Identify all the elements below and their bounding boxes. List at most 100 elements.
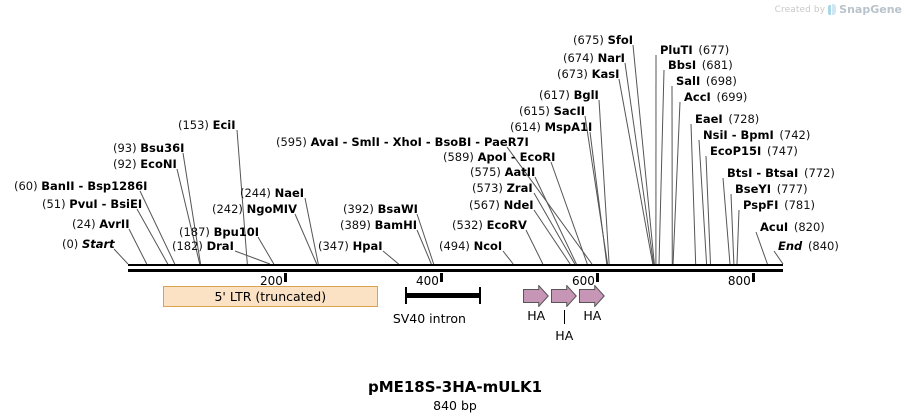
enzyme-leader-line bbox=[755, 231, 768, 265]
enzyme-site-label[interactable]: (389) BamHI bbox=[340, 219, 417, 231]
enzyme-site-label[interactable]: (244) NaeI bbox=[240, 187, 304, 199]
enzyme-site-label[interactable]: EaeI (728) bbox=[695, 113, 759, 125]
enzyme-site-label[interactable]: (51) PvuI - BsiEI bbox=[42, 198, 142, 210]
enzyme-site-name: BbsI bbox=[668, 58, 697, 72]
enzyme-site-name: EciI bbox=[212, 118, 236, 132]
enzyme-site-label[interactable]: (242) NgoMIV bbox=[212, 203, 297, 215]
enzyme-site-label[interactable]: (60) BanII - Bsp1286I bbox=[14, 180, 147, 192]
feature-intron-label: SV40 intron bbox=[392, 311, 466, 326]
enzyme-site-position: (389) bbox=[340, 218, 371, 232]
enzyme-site-position: (0) bbox=[62, 237, 79, 251]
enzyme-site-label[interactable]: SalI (698) bbox=[676, 75, 737, 87]
enzyme-site-label[interactable]: (573) ZraI bbox=[472, 182, 533, 194]
feature-ha-arrow[interactable] bbox=[523, 285, 550, 307]
enzyme-site-name: NgoMIV bbox=[246, 202, 297, 216]
enzyme-site-position: (673) bbox=[557, 67, 588, 81]
feature-ltr-box[interactable]: 5' LTR (truncated) bbox=[163, 286, 378, 307]
enzyme-site-label[interactable]: (392) BsaWI bbox=[343, 203, 418, 215]
ruler-tick-mark bbox=[439, 273, 443, 282]
enzyme-site-position: (573) bbox=[472, 181, 503, 195]
enzyme-site-label[interactable]: (675) SfoI bbox=[573, 34, 633, 46]
enzyme-site-label[interactable]: (93) Bsu36I bbox=[113, 142, 184, 154]
enzyme-site-position: (93) bbox=[113, 141, 137, 155]
enzyme-leader-line bbox=[736, 209, 740, 265]
enzyme-site-position: (567) bbox=[469, 198, 500, 212]
enzyme-site-label[interactable]: (153) EciI bbox=[178, 119, 236, 131]
enzyme-site-position: (617) bbox=[539, 88, 570, 102]
enzyme-site-position: (820) bbox=[793, 220, 825, 234]
enzyme-site-label[interactable]: (615) SacII bbox=[519, 105, 585, 117]
enzyme-site-position: (781) bbox=[784, 198, 816, 212]
enzyme-site-label[interactable]: (494) NcoI bbox=[439, 240, 502, 252]
enzyme-site-position: (392) bbox=[343, 202, 374, 216]
enzyme-leader-line bbox=[730, 193, 735, 265]
enzyme-site-label[interactable]: BseYI (777) bbox=[735, 183, 808, 195]
enzyme-site-label[interactable]: BbsI (681) bbox=[668, 59, 733, 71]
enzyme-site-label[interactable]: (567) NdeI bbox=[469, 199, 534, 211]
enzyme-leader-line bbox=[416, 213, 435, 265]
enzyme-leader-line bbox=[128, 228, 148, 265]
enzyme-site-name: ZraI bbox=[506, 181, 533, 195]
enzyme-site-label[interactable]: EcoP15I (747) bbox=[710, 145, 798, 157]
backbone-line-lower bbox=[128, 269, 783, 272]
enzyme-site-label[interactable]: (347) HpaI bbox=[318, 240, 383, 252]
enzyme-leader-line bbox=[234, 250, 271, 265]
enzyme-site-label[interactable]: (182) DraI bbox=[172, 240, 234, 252]
enzyme-site-name: BsaWI bbox=[377, 202, 418, 216]
enzyme-leader-line bbox=[624, 62, 655, 265]
enzyme-site-label[interactable]: (532) EcoRV bbox=[452, 219, 527, 231]
enzyme-site-name: EaeI bbox=[695, 112, 723, 126]
enzyme-leader-line bbox=[534, 176, 577, 265]
enzyme-site-name: NdeI bbox=[503, 198, 534, 212]
enzyme-site-name: Bpu10I bbox=[213, 225, 260, 239]
enzyme-site-name: SalI bbox=[676, 74, 701, 88]
enzyme-site-position: (244) bbox=[240, 186, 271, 200]
feature-ha-label: HA bbox=[583, 308, 602, 323]
enzyme-site-name: ApoI - EcoRI bbox=[477, 150, 556, 164]
enzyme-site-name: BseYI bbox=[735, 182, 772, 196]
enzyme-site-label[interactable]: BtsI - BtsaI (772) bbox=[727, 167, 835, 179]
enzyme-site-label[interactable]: (674) NarI bbox=[563, 52, 625, 64]
enzyme-site-position: (575) bbox=[470, 165, 501, 179]
feature-ha-label: HA bbox=[555, 328, 574, 343]
feature-ha-label: HA bbox=[527, 308, 546, 323]
ruler-tick-mark bbox=[283, 273, 287, 282]
enzyme-site-name: BtsI - BtsaI bbox=[727, 166, 799, 180]
snapgene-watermark: Created by SnapGene bbox=[775, 3, 902, 16]
enzyme-site-label[interactable]: AccI (699) bbox=[684, 91, 747, 103]
enzyme-leader-line bbox=[416, 229, 432, 265]
enzyme-site-label[interactable]: PluTI (677) bbox=[660, 44, 729, 56]
enzyme-site-position: (840) bbox=[807, 239, 839, 253]
enzyme-site-position: (51) bbox=[42, 197, 66, 211]
feature-ha-arrow[interactable] bbox=[579, 285, 606, 307]
enzyme-site-label[interactable]: (617) BglI bbox=[539, 89, 599, 101]
enzyme-site-label[interactable]: NsiI - BpmI (742) bbox=[703, 129, 810, 141]
enzyme-leader-line bbox=[618, 78, 654, 265]
enzyme-site-name: NsiI - BpmI bbox=[703, 128, 774, 142]
enzyme-site-position: (494) bbox=[439, 239, 470, 253]
ruler-tick-label: 400 bbox=[415, 274, 439, 288]
feature-ha-arrow[interactable] bbox=[551, 285, 578, 307]
enzyme-site-label[interactable]: (673) KasI bbox=[557, 68, 619, 80]
enzyme-site-label[interactable]: (0) Start bbox=[62, 238, 115, 250]
enzyme-site-label[interactable]: (595) AvaI - SmlI - XhoI - BsoBI - PaeR7… bbox=[276, 136, 529, 148]
enzyme-site-name: AatII bbox=[504, 165, 536, 179]
enzyme-leader-line bbox=[533, 209, 571, 265]
enzyme-site-label[interactable]: PspFI (781) bbox=[743, 199, 815, 211]
enzyme-site-label[interactable]: (187) Bpu10I bbox=[179, 226, 259, 238]
enzyme-leader-line bbox=[257, 236, 275, 265]
enzyme-site-label[interactable]: (575) AatII bbox=[470, 166, 535, 178]
feature-intron-bar[interactable] bbox=[404, 287, 482, 304]
enzyme-leader-line bbox=[584, 115, 609, 265]
enzyme-site-label[interactable]: (589) ApoI - EcoRI bbox=[443, 151, 555, 163]
enzyme-site-label[interactable]: (24) AvrII bbox=[72, 218, 129, 230]
enzyme-site-label[interactable]: (614) MspA1I bbox=[510, 121, 592, 133]
enzyme-site-label[interactable]: (92) EcoNI bbox=[113, 158, 177, 170]
enzyme-site-name: Bsu36I bbox=[140, 141, 185, 155]
enzyme-site-label[interactable]: End (840) bbox=[778, 240, 839, 252]
enzyme-site-position: (595) bbox=[276, 135, 307, 149]
enzyme-site-name: HpaI bbox=[352, 239, 383, 253]
enzyme-site-label[interactable]: AcuI (820) bbox=[760, 221, 825, 233]
enzyme-site-name: AvaI - SmlI - XhoI - BsoBI - PaeR7I bbox=[310, 135, 529, 149]
